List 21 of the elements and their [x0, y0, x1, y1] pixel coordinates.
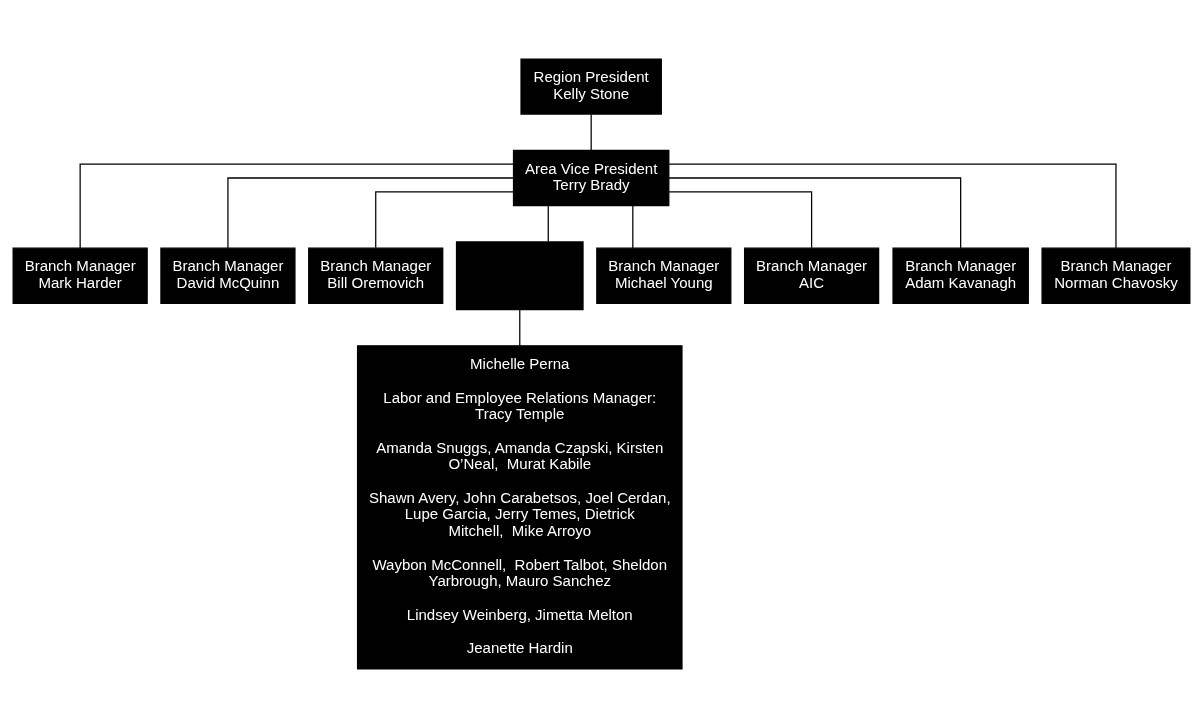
connector [519, 309, 521, 347]
connector [632, 205, 634, 249]
connector [79, 163, 514, 249]
node-box [455, 241, 584, 311]
node-box: Branch Manager Michael Young [596, 247, 732, 304]
connector [668, 163, 1117, 249]
node-box: Branch Manager Mark Harder [12, 247, 148, 304]
connector [547, 205, 549, 243]
node-box: Branch Manager AIC [743, 247, 880, 304]
node-box: Branch Manager Bill Oremovich [308, 247, 444, 304]
node-box: Branch Manager David McQuinn [160, 247, 296, 304]
node-box: Branch Manager Norman Chavosky [1041, 247, 1191, 304]
node-box: Branch Manager Adam Kavanagh [892, 247, 1029, 304]
connector [668, 191, 813, 249]
connector [668, 177, 962, 249]
connector [227, 177, 514, 249]
connector [590, 113, 592, 151]
node-box: Michelle Perna Labor and Employee Relations Manager: Tracy Temple Amanda Snuggs, Amanda Czapski, Kirsten O’Neal, Murat Kabile Shawn Avery, John Carabetsos, Joel Cerdan, Lupe Garcia, Jerry Temes, Dietrick Mitchell, Mike Arroyo Waybon McConnell, Robert Talbot, Sheldon Yarbrough, Mauro Sanchez Lindsey Weinberg, Jimetta Melton Jeanette Hardin [356, 345, 683, 670]
node-box: Area Vice President Terry Brady [512, 149, 670, 207]
node-box: Region President Kelly Stone [520, 58, 662, 115]
connector [375, 191, 514, 249]
